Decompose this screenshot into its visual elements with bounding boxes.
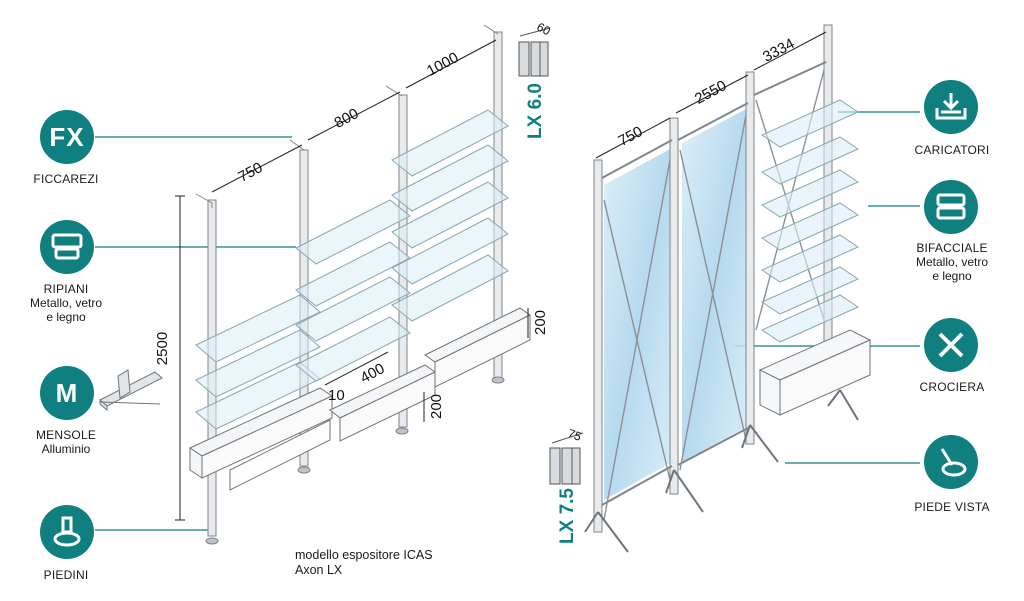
label-piede-vista: PIEDE VISTA [900,500,1004,514]
dim-left-drawer-height-1: 200 [532,309,550,336]
label-bifacciale: BIFACCIALE Metallo, vetro e legno [896,241,1008,283]
label-piedini-title: PIEDINI [43,568,89,582]
right-dimension-lines [595,31,827,159]
label-mensole-sub1: Alluminio [41,442,91,456]
caricatori-badge [924,80,978,134]
label-mensole-title: MENSOLE [35,428,97,442]
piede-vista-badge [924,435,978,489]
dim-left-height: 2500 [154,331,172,366]
label-ripiani-sub1: Metallo, vetro [29,296,103,310]
label-piede-vista-title: PIEDE VISTA [914,500,990,514]
label-ripiani-title: RIPIANI [43,282,89,296]
double-tray-icon [936,193,966,220]
foot-badge [40,505,94,559]
label-bifacciale-title: BIFACCIALE [916,241,988,255]
label-ficcarezi-title: FICCAREZI [33,172,99,186]
profile-lx75-icon [549,432,584,485]
label-caricatori-title: CARICATORI [914,143,990,157]
right-shelves [760,99,860,343]
model-caption: modello espositore ICAS Axon LX [295,548,433,578]
profile-lx60-label: LX 6.0 [524,83,546,139]
fx-badge: FX [40,110,94,164]
fx-badge-text: FX [49,121,85,152]
crociera-badge [924,318,978,372]
label-piedini: PIEDINI [16,568,116,582]
label-ripiani-sub2: e legno [46,310,86,324]
visible-foot-icon [940,448,967,477]
dim-left-drawer-height-2: 200 [428,393,446,420]
bifacciale-badge [924,180,978,234]
profile-lx60-icon [518,27,551,77]
foot-icon [53,516,81,547]
right-base [758,329,872,416]
left-shelving-unit [175,24,531,545]
shelf-icon [51,233,83,260]
mensola-bracket [99,369,163,412]
model-caption-line2: Axon LX [295,563,343,577]
dim-left-offset: 10 [328,387,345,404]
label-bifacciale-sub2: e legno [932,269,972,283]
label-mensole: MENSOLE Alluminio [16,428,116,456]
label-ficcarezi: FICCAREZI [16,172,116,186]
label-caricatori: CARICATORI [900,143,1004,157]
label-ripiani: RIPIANI Metallo, vetro e legno [16,282,116,324]
label-crociera: CROCIERA [900,380,1004,394]
m-badge: M [40,366,94,420]
model-caption-line1: modello espositore ICAS [295,548,433,562]
label-crociera-title: CROCIERA [919,380,985,394]
label-bifacciale-sub1: Metallo, vetro [915,255,989,269]
right-feet [584,389,859,553]
cross-icon [938,332,964,358]
shelf-badge [40,220,94,274]
download-tray-icon [935,93,967,120]
profile-lx75-label: LX 7.5 [556,488,578,544]
left-connector-lines [95,136,296,531]
m-badge-text: M [55,377,79,408]
